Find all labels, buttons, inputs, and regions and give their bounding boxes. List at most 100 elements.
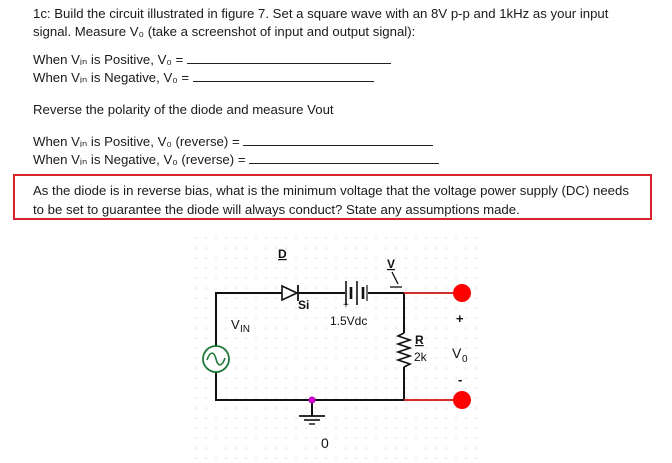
grid-dot	[195, 347, 197, 349]
question-line-2: to be set to guarantee the diode will al…	[33, 202, 520, 217]
grid-dot	[355, 427, 357, 429]
resistor-symbol[interactable]	[395, 332, 413, 368]
grid-dot	[345, 357, 347, 359]
grid-dot	[295, 437, 297, 439]
grid-dot	[325, 397, 327, 399]
grid-dot	[435, 357, 437, 359]
grid-dot	[275, 237, 277, 239]
battery-plus-label: +	[343, 300, 349, 311]
grid-dot	[195, 387, 197, 389]
grid-dot	[375, 357, 377, 359]
grid-dot	[225, 457, 227, 459]
grid-dot	[325, 287, 327, 289]
grid-dot	[375, 267, 377, 269]
grid-dot	[255, 427, 257, 429]
grid-dot	[345, 327, 347, 329]
grid-dot	[265, 237, 267, 239]
grid-dot	[455, 337, 457, 339]
grid-dot	[345, 337, 347, 339]
grid-dot	[225, 287, 227, 289]
grid-dot	[425, 307, 427, 309]
reverse-negative-blank[interactable]	[249, 151, 440, 164]
grid-dot	[465, 237, 467, 239]
grid-dot	[475, 317, 477, 319]
grid-dot	[475, 347, 477, 349]
battery-symbol[interactable]	[345, 281, 368, 305]
grid-dot	[345, 397, 347, 399]
grid-dot	[375, 257, 377, 259]
grid-dot	[325, 277, 327, 279]
grid-dot	[265, 397, 267, 399]
grid-dot	[335, 347, 337, 349]
grid-dot	[245, 397, 247, 399]
grid-dot	[295, 377, 297, 379]
diode-symbol[interactable]	[281, 284, 299, 302]
grid-dot	[405, 437, 407, 439]
grid-dot	[435, 387, 437, 389]
grid-dot	[255, 237, 257, 239]
grid-dot	[235, 237, 237, 239]
grid-dot	[355, 247, 357, 249]
ac-source-symbol[interactable]	[202, 345, 230, 373]
grid-dot	[425, 297, 427, 299]
grid-dot	[195, 267, 197, 269]
grid-dot	[285, 397, 287, 399]
output-terminal-negative[interactable]	[453, 391, 471, 409]
grid-dot	[425, 267, 427, 269]
grid-dot	[315, 417, 317, 419]
grid-dot	[365, 367, 367, 369]
grid-dot	[235, 317, 237, 319]
grid-dot	[365, 307, 367, 309]
forward-positive-blank[interactable]	[186, 51, 391, 64]
grid-dot	[445, 237, 447, 239]
grid-dot	[335, 267, 337, 269]
grid-dot	[335, 377, 337, 379]
grid-dot	[305, 367, 307, 369]
grid-dot	[355, 387, 357, 389]
grid-dot	[285, 367, 287, 369]
grid-dot	[445, 447, 447, 449]
grid-dot	[225, 377, 227, 379]
grid-dot	[325, 447, 327, 449]
grid-dot	[325, 247, 327, 249]
grid-dot	[275, 267, 277, 269]
grid-dot	[415, 437, 417, 439]
grid-dot	[285, 247, 287, 249]
grid-dot	[355, 277, 357, 279]
grid-dot	[265, 287, 267, 289]
grid-dot	[405, 377, 407, 379]
grid-dot	[375, 327, 377, 329]
grid-dot	[235, 337, 237, 339]
grid-dot	[195, 437, 197, 439]
reverse-positive-blank[interactable]	[243, 133, 434, 146]
grid-dot	[355, 337, 357, 339]
grid-dot	[475, 237, 477, 239]
grid-dot	[465, 347, 467, 349]
grid-dot	[275, 417, 277, 419]
grid-dot	[195, 367, 197, 369]
grid-dot	[335, 417, 337, 419]
grid-dot	[465, 457, 467, 459]
grid-dot	[435, 327, 437, 329]
forward-negative-blank[interactable]	[192, 69, 374, 82]
grid-dot	[285, 417, 287, 419]
grid-dot	[275, 397, 277, 399]
grid-dot	[415, 337, 417, 339]
grid-dot	[235, 447, 237, 449]
grid-dot	[195, 247, 197, 249]
grid-dot	[455, 437, 457, 439]
grid-dot	[285, 357, 287, 359]
grid-dot	[215, 267, 217, 269]
grid-dot	[285, 437, 287, 439]
grid-dot	[285, 377, 287, 379]
grid-dot	[265, 277, 267, 279]
grid-dot	[425, 447, 427, 449]
grid-dot	[265, 377, 267, 379]
grid-dot	[345, 447, 347, 449]
grid-dot	[225, 397, 227, 399]
grid-dot	[355, 357, 357, 359]
grid-dot	[205, 397, 207, 399]
output-terminal-positive[interactable]	[453, 284, 471, 302]
grid-dot	[385, 447, 387, 449]
grid-dot	[415, 267, 417, 269]
